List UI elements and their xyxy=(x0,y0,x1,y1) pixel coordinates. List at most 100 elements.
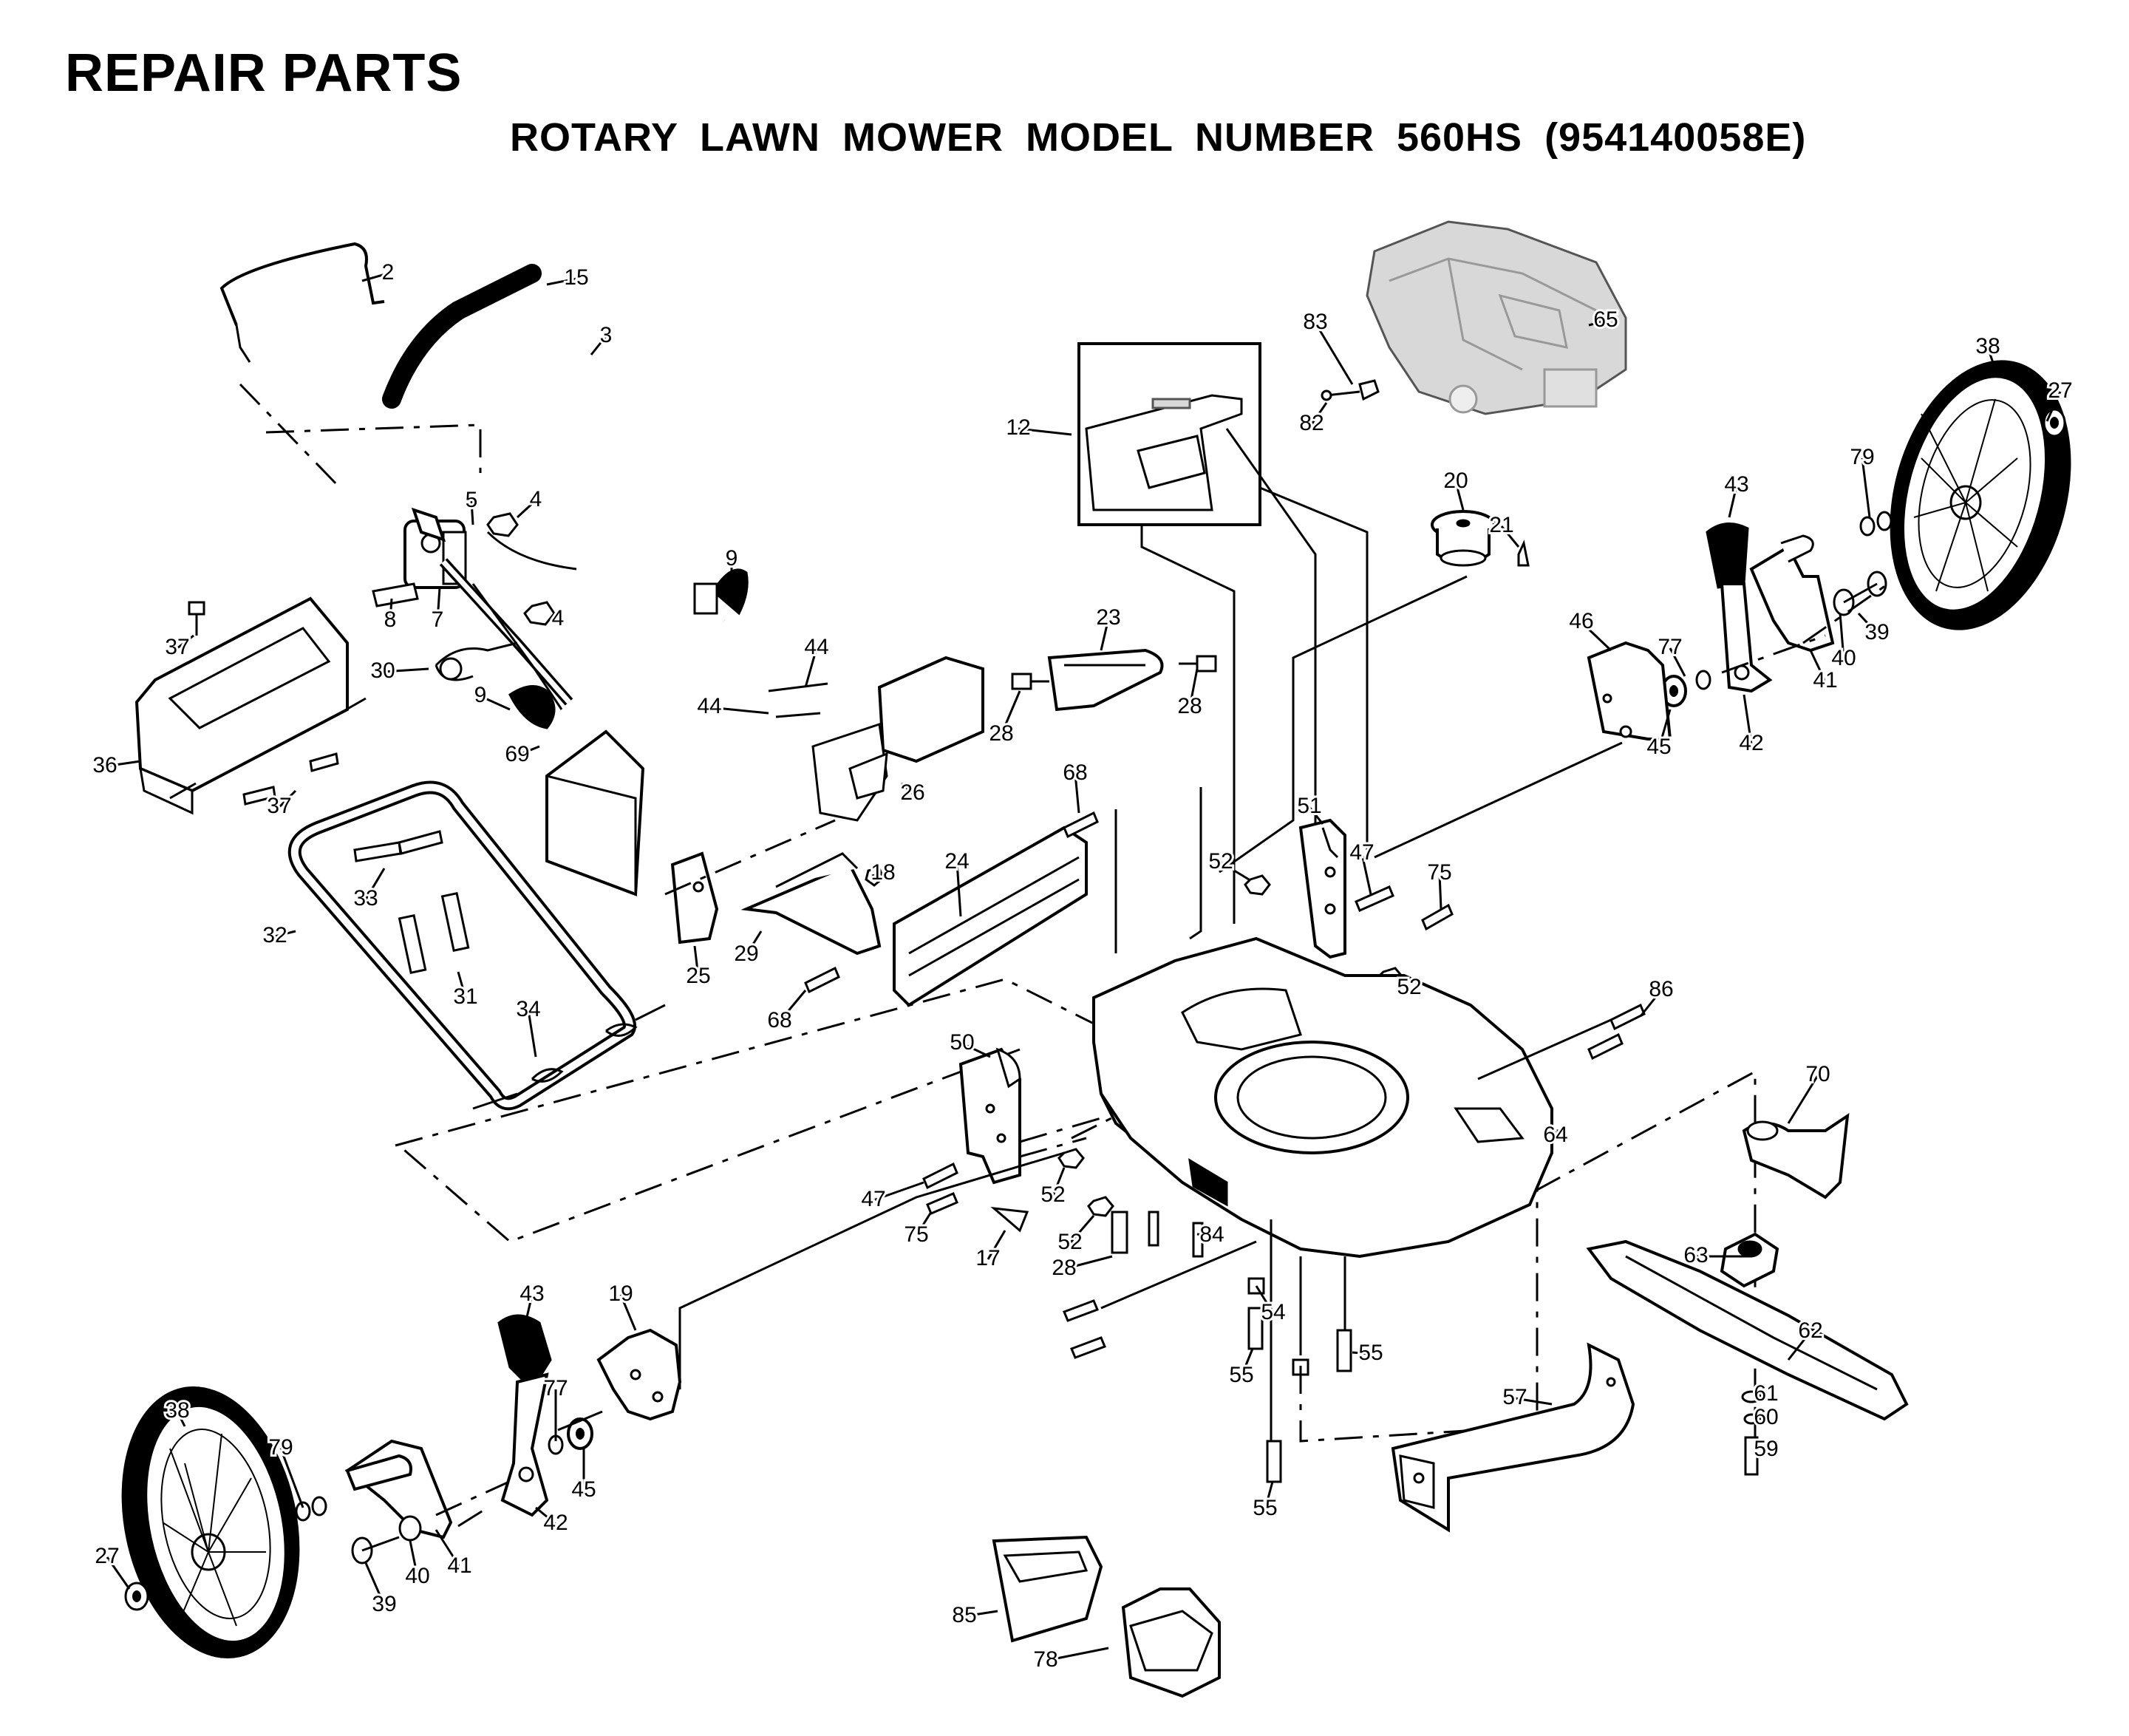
washer-61 xyxy=(1741,1390,1762,1403)
callout-label-68: 68 xyxy=(767,1008,791,1032)
callout-leader xyxy=(1264,1481,1274,1510)
bolt-55-a xyxy=(1247,1307,1264,1350)
callout-leader xyxy=(279,1448,304,1508)
plate-19 xyxy=(596,1328,682,1421)
callout-leader xyxy=(535,1506,556,1525)
callout-leader xyxy=(1857,612,1878,635)
callout-label-85: 85 xyxy=(952,1603,976,1627)
line-19 xyxy=(678,1151,1065,1389)
callout-label-8: 8 xyxy=(384,607,397,632)
page-subtitle: ROTARY LAWN MOWER MODEL NUMBER 560HS (95… xyxy=(510,115,1807,160)
upper-handle-part xyxy=(265,264,726,623)
callout-label-45: 45 xyxy=(571,1477,596,1502)
nut-27-right xyxy=(2043,408,2066,438)
callout-label-47: 47 xyxy=(861,1187,885,1211)
callout-label-42: 42 xyxy=(543,1511,568,1535)
callout-leader xyxy=(470,500,474,525)
bolt-86-lower xyxy=(1063,1240,1257,1359)
callout-leader xyxy=(104,760,141,768)
callout-leader xyxy=(409,1540,419,1578)
bolt-55-b xyxy=(1336,1329,1352,1372)
axle-line-right xyxy=(1721,582,1889,674)
callout-leader xyxy=(1074,773,1080,814)
callout-leader xyxy=(1500,525,1520,548)
callout-label-55: 55 xyxy=(1358,1341,1383,1365)
callout-label-75: 75 xyxy=(904,1222,928,1247)
callout-label-31: 31 xyxy=(453,984,477,1009)
callout-label-78: 78 xyxy=(1033,1647,1057,1672)
callout-label-42: 42 xyxy=(1739,731,1763,755)
callout-leader xyxy=(1658,709,1672,749)
callout-leader xyxy=(745,930,763,956)
callout-label-45: 45 xyxy=(1646,735,1671,759)
part-70 xyxy=(1742,1112,1850,1199)
washer-45-77-left xyxy=(548,1417,593,1455)
callout-label-15: 15 xyxy=(564,265,588,290)
callout-label-52: 52 xyxy=(1057,1230,1082,1254)
blade-62 xyxy=(1586,1239,1909,1421)
callout-label-28: 28 xyxy=(1052,1256,1076,1280)
callout-leader xyxy=(693,945,700,978)
callout-label-51: 51 xyxy=(1297,794,1321,818)
callout-label-19: 19 xyxy=(608,1281,633,1306)
callout-label-86: 86 xyxy=(1649,977,1673,1001)
callout-leader xyxy=(1787,1331,1812,1361)
rear-flap-part xyxy=(134,596,367,815)
callout-leader xyxy=(106,1556,131,1590)
nut-52-d xyxy=(1087,1196,1114,1217)
bracket-50 xyxy=(958,1047,1021,1185)
callout-label-43: 43 xyxy=(1724,472,1748,497)
bracket-41-right xyxy=(1749,534,1835,653)
callout-leader xyxy=(1986,347,1997,370)
bolt-39-left xyxy=(351,1536,400,1565)
deflector-24 xyxy=(893,826,1088,1007)
callout-leader xyxy=(361,272,389,282)
callout-leader xyxy=(1743,694,1753,745)
callout-label-60: 60 xyxy=(1754,1405,1778,1429)
callout-label-54: 54 xyxy=(1261,1300,1285,1324)
callout-leader xyxy=(1018,427,1072,436)
callout-label-40: 40 xyxy=(405,1564,429,1588)
callout-leader xyxy=(527,1010,537,1058)
callout-leader xyxy=(1220,861,1250,881)
callout-label-69: 69 xyxy=(505,742,529,766)
nut-27-left xyxy=(124,1582,149,1611)
callout-label-61: 61 xyxy=(1754,1381,1778,1406)
callout-label-52: 52 xyxy=(1208,849,1233,874)
handle-knob-9-upper xyxy=(693,568,749,616)
callout-leader xyxy=(1514,1397,1553,1406)
washer-79-right xyxy=(1859,511,1893,537)
callout-label-21: 21 xyxy=(1489,513,1513,537)
callout-leader xyxy=(517,745,540,757)
bracket-41-left xyxy=(344,1439,453,1539)
callout-label-82: 82 xyxy=(1299,411,1324,435)
callout-leader xyxy=(1787,1075,1819,1124)
screw-28-upper xyxy=(1011,655,1217,690)
callout-leader xyxy=(1728,485,1738,518)
callout-leader xyxy=(1758,1417,1767,1420)
bolt-28-lower xyxy=(1111,1211,1128,1254)
callout-label-37: 37 xyxy=(267,794,291,818)
axle-line-left xyxy=(435,1477,518,1528)
callout-label-55: 55 xyxy=(1253,1496,1277,1520)
bolt-31 xyxy=(398,891,470,975)
callout-leader xyxy=(523,1294,534,1327)
callout-leader xyxy=(1045,1647,1109,1662)
handle-lower-arm xyxy=(439,558,573,710)
callout-label-41: 41 xyxy=(447,1553,471,1578)
callout-label-7: 7 xyxy=(432,607,444,632)
callout-label-47: 47 xyxy=(1349,840,1374,865)
hair-pin-34 xyxy=(531,1023,638,1083)
callout-leader xyxy=(1196,1233,1213,1237)
screw-68 xyxy=(804,811,1099,994)
bag-frame-part xyxy=(287,780,666,1111)
callout-leader xyxy=(961,1042,991,1058)
callout-leader xyxy=(1240,1348,1254,1377)
callout-label-28: 28 xyxy=(989,721,1013,746)
callout-leader xyxy=(1000,690,1021,735)
callout-leader xyxy=(177,634,194,650)
page-title: REPAIR PARTS xyxy=(65,44,463,103)
callout-label-79: 79 xyxy=(268,1435,293,1460)
